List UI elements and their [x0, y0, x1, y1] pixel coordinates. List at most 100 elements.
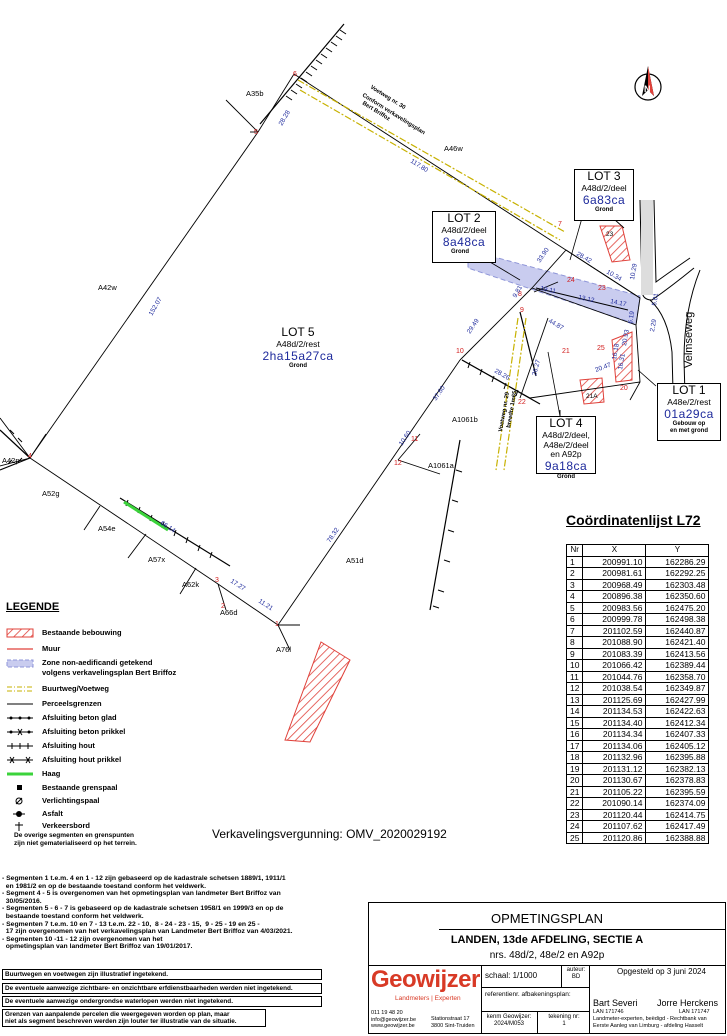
reference-label: referentienr. afbakeningsplan:: [485, 991, 571, 998]
dimension-label: 78.32: [326, 526, 341, 544]
lot-area: 6a83ca: [582, 192, 626, 207]
table-cell: 1: [565, 555, 584, 568]
boxed-note-line: niet als segment beschreven werden zijn …: [5, 1018, 237, 1026]
note-line: - Segmenten 5 - 6 - 7 is gebaseerd op de…: [2, 905, 284, 913]
surveyor-footer: Landmeter-experten, beëdigd - Rechtbank …: [593, 1016, 707, 1022]
table-cell: 14: [565, 705, 584, 718]
legend-label: Afsluiting hout: [42, 741, 95, 750]
plan-title: OPMETINGSPLAN: [491, 911, 603, 926]
legend-label: Afsluiting beton glad: [42, 713, 117, 722]
lot-use: Grond: [595, 207, 613, 214]
table-cell: 201134.34: [582, 728, 647, 741]
legend-note-line: zijn niet gematerialiseerd op het terrei…: [14, 840, 137, 847]
parcel-name: A66d: [220, 608, 238, 617]
dimension-label: 37.60: [432, 384, 447, 402]
table-cell: 8: [565, 636, 584, 649]
table-cell: 200983.56: [582, 601, 647, 614]
boxed-note: De eventuele aanwezige zichtbare- en onz…: [2, 983, 322, 995]
note-line: - Segment 4 - 5 is overgenomen van het o…: [2, 890, 281, 898]
building-hatch: [579, 377, 605, 405]
lot-parcel: A48d/2/deel: [441, 224, 487, 235]
legend-label: Zone non-aedificandi getekend: [42, 658, 153, 667]
table-cell: 16: [565, 728, 584, 741]
zone-symbol: [6, 659, 34, 668]
wall-symbol: [7, 648, 33, 650]
building-hatch: [284, 641, 351, 743]
table-cell: 162413.56: [645, 647, 710, 660]
lot-use: Grond: [289, 363, 307, 370]
boxed-note: Grenzen van aanpalende percelen die weer…: [2, 1009, 266, 1028]
survey-notes: - Segmenten 1 t.e.m. 4 en 1 - 12 zijn ge…: [2, 875, 367, 951]
table-cell: 201130.67: [582, 774, 647, 787]
table-cell: 162395.88: [645, 751, 710, 764]
street-name: Velmseweg: [683, 312, 695, 368]
scale-value: 1/1000: [512, 971, 538, 980]
company-web: www.geowijzer.be: [371, 1023, 415, 1029]
company-email: info@geowijzer.be: [371, 1016, 417, 1023]
parcel-name: A42p: [2, 456, 20, 465]
table-cell: 9: [565, 647, 584, 660]
parcel-name: A62k: [182, 580, 199, 589]
point-label: 5: [254, 129, 258, 136]
lot-use: Grond: [557, 473, 575, 480]
lot-4-box: LOT 4 A48d/2/deel, A48e/2/deel en A92p 9…: [536, 416, 596, 480]
table-cell: 10: [565, 659, 584, 672]
table-cell: 200999.78: [582, 613, 647, 626]
point-label: 11: [411, 436, 418, 443]
dimension-label: 28.28: [278, 109, 292, 127]
table-cell: 24: [565, 820, 584, 833]
company-tagline: Landmeters | Experten: [395, 995, 461, 1002]
table-cell: 4: [565, 590, 584, 603]
table-cell: 162389.44: [645, 659, 710, 672]
table-cell: 15: [565, 716, 584, 729]
table-cell: 7: [565, 624, 584, 637]
lot-leaders: [489, 217, 657, 417]
table-cell: 201134.40: [582, 716, 647, 729]
legend-label: Afsluiting hout prikkel: [42, 755, 122, 764]
point-label: 1: [275, 621, 279, 628]
plan-location: LANDEN, 13de AFDELING, SECTIE A: [450, 934, 644, 946]
legend-label: Afsluiting beton prikkel: [42, 727, 126, 736]
table-cell: 25: [565, 831, 584, 844]
lot-parcel: A48d/2/rest: [276, 338, 320, 349]
note-line: - Segmenten 1 t.e.m. 4 en 1 - 12 zijn ge…: [2, 875, 286, 882]
parcel-name: A54e: [98, 524, 116, 533]
dimension-label: 9.81: [512, 284, 525, 299]
lot-title: LOT 4: [549, 416, 583, 430]
dimension-label: 33.90: [536, 246, 551, 264]
surveyor-footer: Eerste Aanleg van Limburg - afdeling Has…: [593, 1022, 704, 1029]
parcel-name: A51d: [346, 556, 364, 565]
table-cell: 201105.22: [582, 785, 647, 798]
legend-label: volgens verkavelingsplan Bert Briffoz: [42, 668, 177, 677]
lot-3-box: LOT 3 A48d/2/deel 6a83ca Grond: [574, 169, 634, 221]
asphalt-icon: [13, 811, 25, 817]
point-label: 24: [567, 277, 575, 284]
table-cell: 162292.25: [645, 567, 710, 580]
footpath-symbol: [7, 686, 33, 692]
table-cell: 6: [565, 613, 584, 626]
table-cell: 162405.12: [645, 739, 710, 752]
lot-area: 9a18ca: [544, 459, 588, 474]
fence-concrete-barbed-symbol: [7, 728, 33, 736]
surveyor-1: Bart Severi: [593, 998, 638, 1008]
parcel-line-symbol: [7, 703, 33, 705]
point-label: 12: [394, 460, 402, 467]
table-cell: 162414.75: [645, 808, 710, 821]
table-cell: 162475.20: [645, 601, 710, 614]
point-label: 25: [597, 345, 605, 352]
